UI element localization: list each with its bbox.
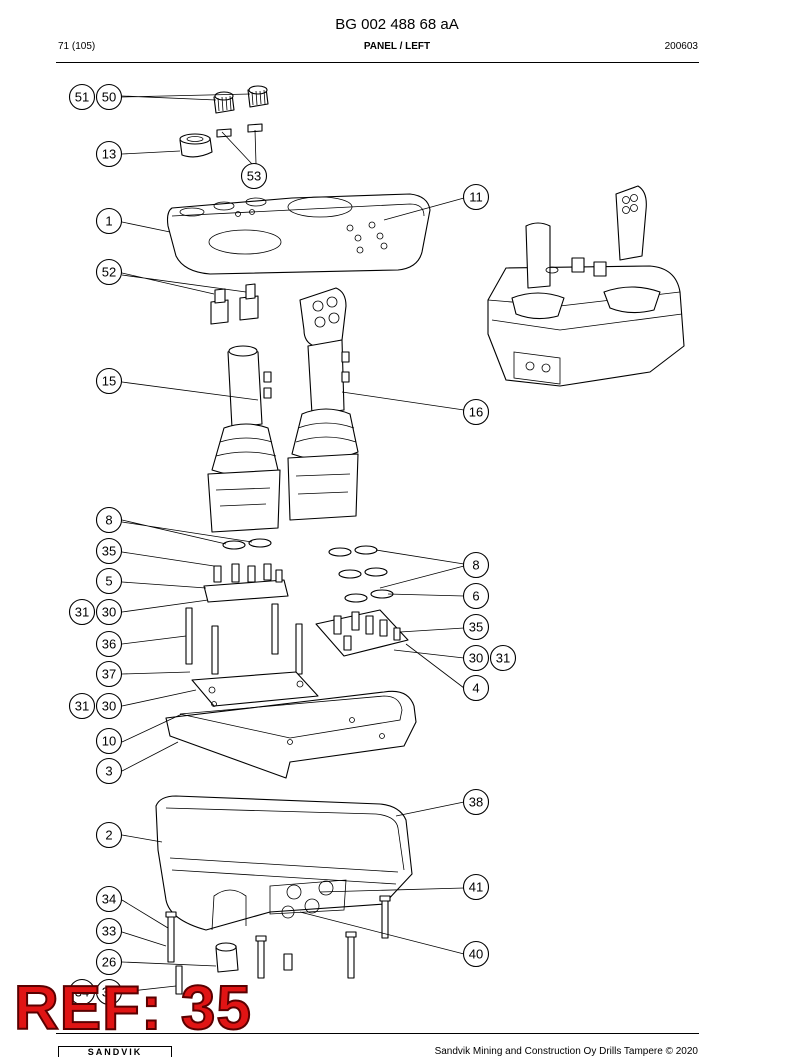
- svg-text:3: 3: [105, 764, 112, 779]
- callout-15: 15: [95, 367, 123, 395]
- callout-40: 40: [462, 940, 490, 968]
- grommet-part: [179, 133, 213, 158]
- callout-38: 38: [462, 788, 490, 816]
- callout-31-upper: 31: [68, 598, 96, 626]
- brand-logo: SANDVIK: [58, 1046, 172, 1057]
- callout-30-right: 30: [462, 644, 490, 672]
- svg-text:37: 37: [102, 667, 116, 682]
- svg-text:1: 1: [105, 214, 112, 229]
- left-joystick-part: [207, 345, 281, 533]
- callout-8-left: 8: [95, 506, 123, 534]
- svg-text:5: 5: [105, 574, 112, 589]
- document-date: 200603: [664, 41, 698, 52]
- header-rule: [56, 62, 699, 63]
- callout-3: 3: [95, 757, 123, 785]
- svg-text:38: 38: [469, 795, 483, 810]
- callout-30-lower: 30: [95, 692, 123, 720]
- callout-34-upper: 34: [95, 885, 123, 913]
- svg-text:35: 35: [102, 544, 116, 559]
- housing-part: [155, 795, 413, 931]
- callout-16: 16: [462, 398, 490, 426]
- svg-text:30: 30: [469, 651, 483, 666]
- svg-text:31: 31: [75, 605, 89, 620]
- callout-50: 50: [95, 83, 123, 111]
- callout-51: 51: [68, 83, 96, 111]
- screw-parts: [165, 895, 391, 995]
- callout-4: 4: [462, 674, 490, 702]
- svg-text:41: 41: [469, 880, 483, 895]
- callout-8-right: 8: [462, 551, 490, 579]
- callout-41: 41: [462, 873, 490, 901]
- callout-33: 33: [95, 917, 123, 945]
- callout-13: 13: [95, 140, 123, 168]
- svg-text:31: 31: [496, 651, 510, 666]
- svg-text:52: 52: [102, 265, 116, 280]
- switch-parts: [210, 283, 259, 325]
- svg-text:10: 10: [102, 734, 116, 749]
- callout-52: 52: [95, 258, 123, 286]
- washer-parts-left: [222, 538, 272, 550]
- svg-text:39: 39: [102, 985, 116, 1000]
- callout-35-left: 35: [95, 537, 123, 565]
- callout-36: 36: [95, 630, 123, 658]
- svg-text:15: 15: [102, 374, 116, 389]
- callout-53: 53: [240, 162, 268, 190]
- leader-lines: [121, 93, 465, 993]
- callout-39: 39: [95, 978, 123, 1006]
- svg-text:8: 8: [105, 513, 112, 528]
- svg-text:13: 13: [102, 147, 116, 162]
- svg-text:33: 33: [102, 924, 116, 939]
- svg-text:51: 51: [75, 90, 89, 105]
- callout-1: 1: [95, 207, 123, 235]
- callout-2: 2: [95, 821, 123, 849]
- footer-rule: [56, 1033, 699, 1034]
- callout-26: 26: [95, 948, 123, 976]
- callout-34-lower: 34: [68, 978, 96, 1006]
- svg-text:34: 34: [75, 985, 89, 1000]
- top-panel-part: [166, 193, 431, 275]
- svg-text:26: 26: [102, 955, 116, 970]
- footer-copyright: Sandvik Mining and Construction Oy Drill…: [434, 1046, 698, 1057]
- frame-part: [165, 690, 417, 779]
- svg-text:50: 50: [102, 90, 116, 105]
- callout-37: 37: [95, 660, 123, 688]
- svg-text:6: 6: [472, 589, 479, 604]
- document-number: BG 002 488 68 aA: [335, 16, 459, 33]
- page-number: 71 (105): [58, 41, 96, 52]
- section-title: PANEL / LEFT: [363, 41, 431, 52]
- svg-text:11: 11: [469, 190, 483, 205]
- callout-31-right: 31: [489, 644, 517, 672]
- svg-text:36: 36: [102, 637, 116, 652]
- callout-35-right: 35: [462, 613, 490, 641]
- assembled-panel-view: [487, 185, 685, 387]
- reference-stamp: REF: 35: [13, 974, 252, 1043]
- callout-11: 11: [462, 183, 490, 211]
- svg-text:40: 40: [469, 947, 483, 962]
- svg-text:2: 2: [105, 828, 112, 843]
- svg-text:31: 31: [75, 699, 89, 714]
- nut-parts: [216, 123, 263, 138]
- base-plate-part: [191, 671, 319, 707]
- circuit-board-left: [203, 563, 289, 603]
- callout-6: 6: [462, 582, 490, 610]
- washer-parts-right: [328, 545, 394, 603]
- callout-30-upper: 30: [95, 598, 123, 626]
- callout-5: 5: [95, 567, 123, 595]
- svg-text:8: 8: [472, 558, 479, 573]
- circuit-board-right: [315, 609, 409, 657]
- knob-parts: [213, 85, 269, 114]
- standoff-parts: [185, 603, 303, 675]
- callout-10: 10: [95, 727, 123, 755]
- callout-31-lower: 31: [68, 692, 96, 720]
- svg-text:34: 34: [102, 892, 116, 907]
- svg-text:35: 35: [469, 620, 483, 635]
- svg-text:30: 30: [102, 605, 116, 620]
- svg-text:16: 16: [469, 405, 483, 420]
- svg-text:30: 30: [102, 699, 116, 714]
- right-joystick-part: [287, 287, 359, 521]
- svg-text:53: 53: [247, 169, 261, 184]
- svg-text:4: 4: [472, 681, 479, 696]
